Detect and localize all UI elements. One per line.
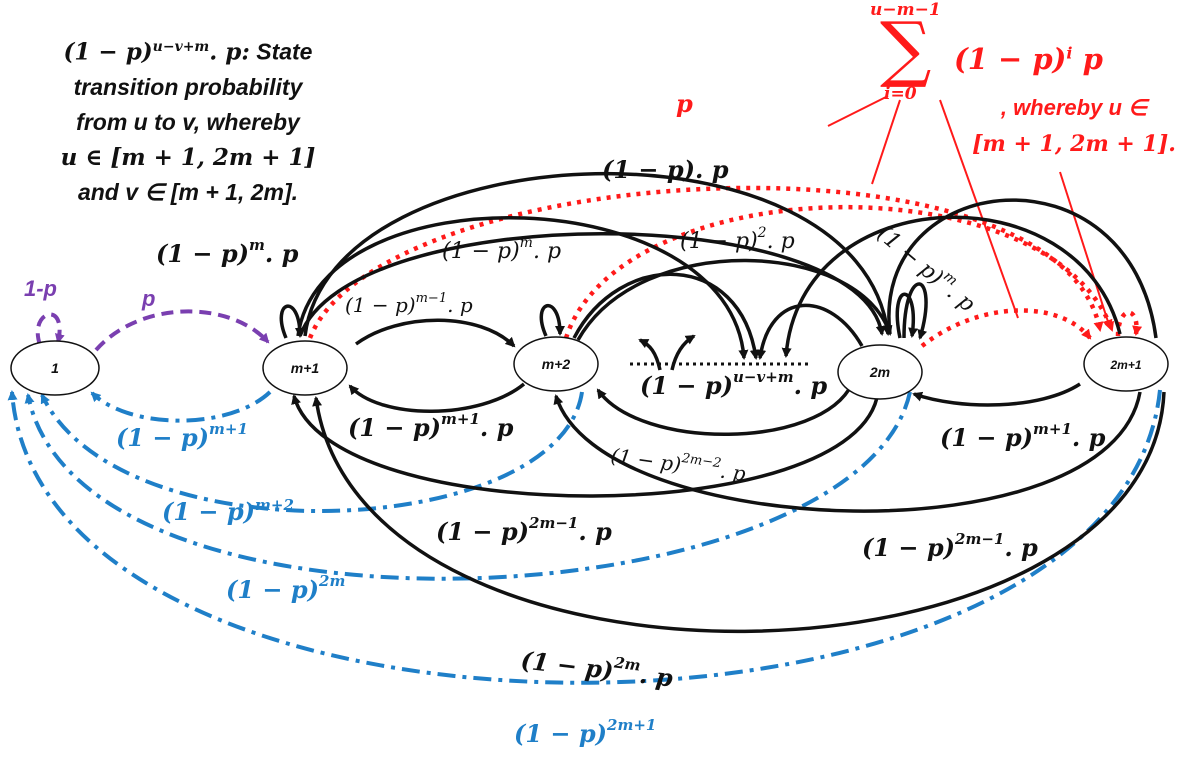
nodes: [10, 336, 1169, 400]
edge-2m1-to-2m-top: [887, 198, 1158, 339]
edge-1-self: [35, 312, 65, 346]
black-edges: [279, 172, 1166, 633]
label-inner-2m-2: (1 − p)2m−2. p: [609, 441, 747, 486]
sum-sigma-icon: ∑: [880, 6, 932, 90]
label-center-general: (1 − p)u−v+m. p: [640, 368, 827, 400]
edge-2m-to-2m1-red: [920, 308, 1092, 348]
legend-line-2: transition probability: [73, 73, 303, 100]
label-low-2m-1-a: (1 − p)2m−1. p: [436, 514, 612, 546]
sum-lower-limit: i=0: [884, 84, 917, 104]
label-low-2m-1-b: (1 − p)2m−1. p: [862, 530, 1038, 562]
state-2m-label: 2m: [869, 364, 890, 380]
legend-general-transition: (1 − p)u−v+m. p: State transition probab…: [18, 30, 358, 210]
legend-red-range: [m + 1, 2m + 1].: [972, 131, 1176, 157]
state-m-plus-1[interactable]: [262, 340, 348, 396]
legend-line-1: (1 − p)u−v+m. p: State: [63, 38, 313, 66]
edge-m2-to-m1: [348, 382, 526, 413]
legend-line-4: u ∈ [m + 1, 2m + 1]: [60, 143, 316, 171]
edge-m1-to-m2: [354, 318, 516, 348]
label-blue-m1: (1 − p)m+1: [116, 420, 248, 452]
state-m-plus-2[interactable]: [513, 336, 599, 392]
label-blue-2m: (1 − p)2m: [226, 572, 345, 604]
edge-m2-to-1: [40, 391, 584, 513]
edge-m2-to-center: [572, 272, 760, 360]
legend-summation: u−m−1 ∑ i=0 (1 − p)i p: [858, 0, 1188, 110]
state-2m-plus-1[interactable]: [1083, 336, 1169, 392]
label-1-self: 1-p: [24, 276, 57, 301]
legend-red-condition: , whereby u ∈ [m + 1, 2m + 1].: [960, 90, 1188, 162]
label-m2-self: (1 − p)m. p: [442, 235, 561, 264]
state-1[interactable]: [10, 340, 100, 396]
edge-center-b: [670, 334, 696, 371]
edge-m1-to-1: [90, 390, 272, 423]
edge-m2-self: [539, 303, 565, 337]
label-2m1-to-2m: (1 − p)m+1. p: [940, 420, 1106, 452]
state-m1-label: m+1: [291, 360, 320, 376]
edge-m2-to-2m: [576, 258, 893, 341]
sum-term: (1 − p)i p: [954, 42, 1103, 76]
edge-2m1-to-m1: [312, 391, 1166, 633]
edge-2m-to-m2: [596, 383, 854, 436]
label-blue-2m1: (1 − p)2m+1: [514, 716, 656, 748]
edge-m1-to-center: [296, 216, 749, 360]
edge-2m-to-center: [756, 303, 864, 360]
label-m1-to-m2: (1 − p)m−1. p: [345, 291, 473, 317]
legend-red-whereby: , whereby u ∈: [1000, 95, 1148, 120]
legend-line-5: and v ∈ [m + 1, 2m].: [77, 178, 299, 205]
state-2m1-label: 2m+1: [1109, 358, 1141, 372]
edge-2m1-to-2m: [912, 382, 1081, 407]
state-2m[interactable]: [837, 344, 923, 400]
label-blue-m2: (1 − p)m+2: [162, 496, 294, 526]
edge-m1-to-2m-top: [303, 172, 892, 337]
edge-2m1-to-m2: [553, 391, 1142, 513]
label-m1-self: (1 − p)m. p: [156, 236, 299, 268]
label-m2-to-m1: (1 − p)m+1. p: [348, 410, 514, 442]
edge-1-to-m1: [94, 309, 270, 352]
edge-center-a: [638, 338, 662, 371]
sum-upper-limit: u−m−1: [870, 0, 941, 20]
state-1-label: 1: [51, 360, 59, 376]
edge-2m-self-a: [895, 292, 919, 339]
label-1-to-m1: p: [141, 286, 155, 311]
label-red-top-p: p: [676, 89, 693, 118]
legend-line-3: from u to v, whereby: [76, 108, 300, 135]
edge-2m-self-b: [902, 282, 928, 340]
edge-2m-to-m1: [291, 391, 880, 498]
purple-edges: [35, 309, 270, 352]
edge-2m1-to-1: [7, 389, 1162, 685]
label-top-1mp2: (1 − p)2. p: [680, 225, 795, 254]
red-pointers: [827, 95, 1113, 330]
state-m2-label: m+2: [542, 356, 571, 372]
red-edges: [307, 185, 1143, 348]
label-bottom-2m: (1 − p)2m. p: [519, 642, 675, 692]
label-top-1mp-p: (1 − p). p: [602, 155, 729, 184]
